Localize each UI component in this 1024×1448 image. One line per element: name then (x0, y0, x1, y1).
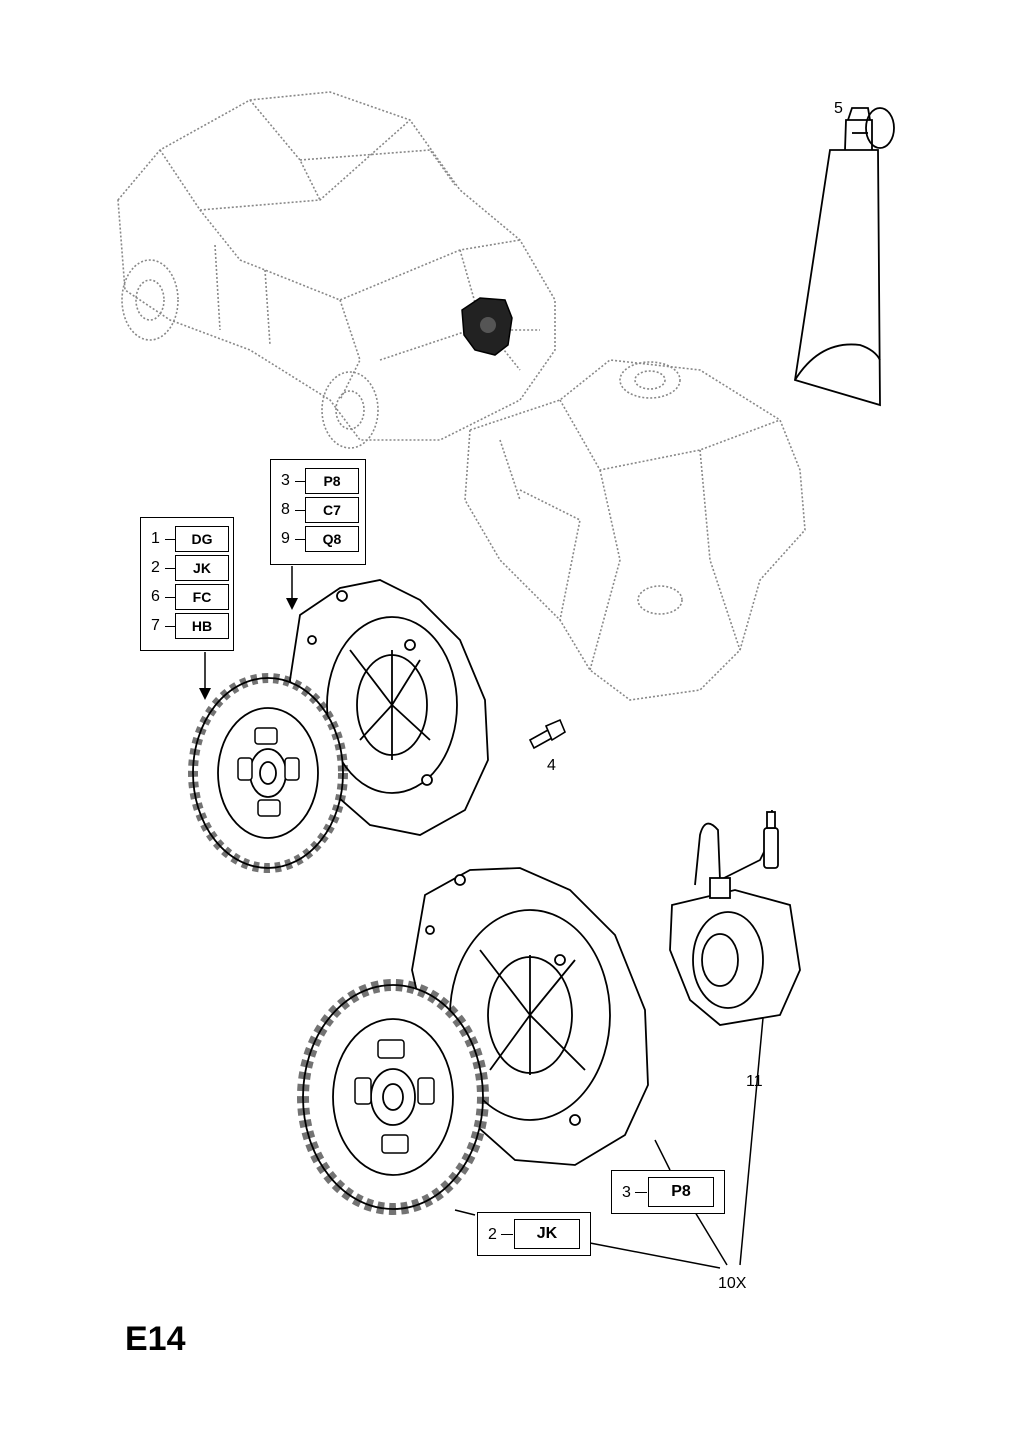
callout-tube: 5 (834, 100, 843, 117)
kit-disc-code: 2 JK (477, 1212, 591, 1256)
disc-code-group: 1 DG 2 JK 6 FC 7 HB (140, 517, 234, 651)
disc-code-row: 7 HB (151, 613, 237, 639)
callout-bolt: 4 (547, 757, 556, 774)
gearbox-outline (464, 359, 806, 701)
highlighted-gearbox-in-car (461, 297, 513, 356)
option-code: Q8 (305, 526, 359, 552)
option-code: HB (175, 613, 229, 639)
part-number: 6 (151, 588, 160, 605)
part-number: 1 (151, 530, 160, 547)
part-number: 3 (281, 472, 290, 489)
disc-code-row: 2 JK (151, 555, 237, 581)
part-number: 9 (281, 530, 290, 547)
option-code: JK (514, 1219, 580, 1249)
plate-code-row: 9 Q8 (281, 526, 367, 552)
callout-bearing: 11 (746, 1073, 763, 1090)
option-code: C7 (305, 497, 359, 523)
page-section-code: E14 (125, 1320, 186, 1358)
clutch-disc-lower (297, 979, 489, 1215)
part-number: 3 (622, 1184, 631, 1201)
option-code: FC (175, 584, 229, 610)
part-number: 2 (488, 1226, 497, 1243)
leader-lines (204, 566, 764, 1269)
plate-code-group: 3 P8 8 C7 9 Q8 (270, 459, 366, 565)
plate-code-row: 8 C7 (281, 497, 367, 523)
release-bearing (669, 809, 801, 1026)
car-outline (117, 91, 556, 449)
part-number: 8 (281, 501, 290, 518)
part-number: 2 (151, 559, 160, 576)
disc-code-row: 1 DG (151, 526, 237, 552)
arrowheads (199, 598, 298, 700)
bolt (528, 718, 567, 750)
option-code: P8 (648, 1177, 714, 1207)
option-code: DG (175, 526, 229, 552)
disc-code-row: 6 FC (151, 584, 237, 610)
part-number: 7 (151, 617, 160, 634)
clutch-disc-upper (188, 673, 348, 873)
callout-kit: 10X (718, 1275, 747, 1292)
grease-tube (793, 107, 895, 407)
kit-plate-code: 3 P8 (611, 1170, 725, 1214)
plate-code-row: 3 P8 (281, 468, 367, 494)
option-code: JK (175, 555, 229, 581)
option-code: P8 (305, 468, 359, 494)
